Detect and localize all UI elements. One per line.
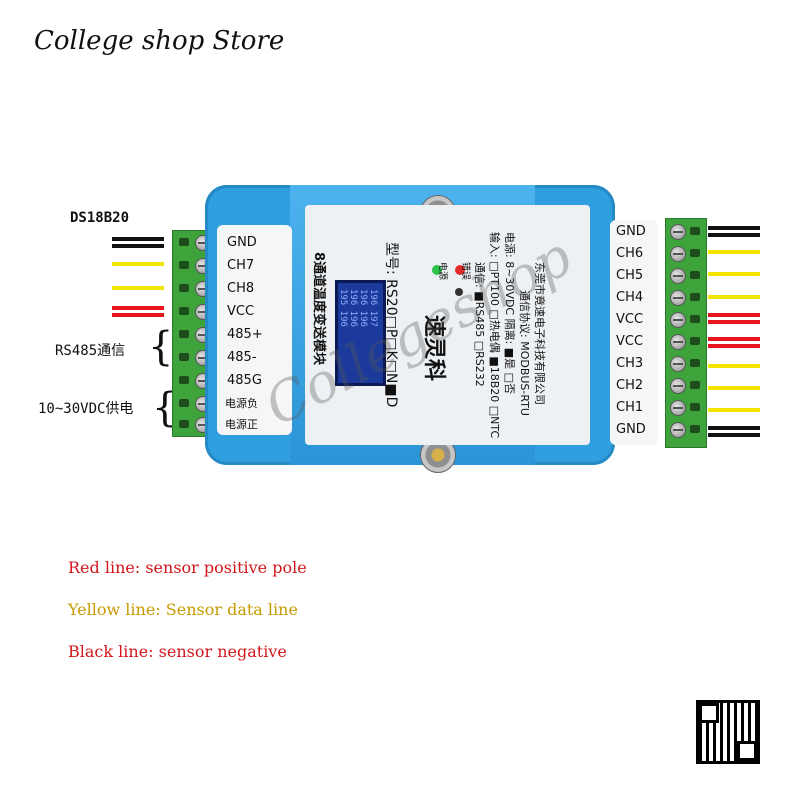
right-pin-label: VCC	[616, 312, 644, 327]
right-wire-ch3	[708, 364, 760, 371]
lcd-row: 196 196	[358, 289, 368, 327]
left-pin-label: GND	[227, 235, 257, 250]
lcd-row: 196 196	[348, 289, 358, 327]
legend-red: Red line: sensor positive pole	[68, 558, 307, 577]
right-pin-panel: GND CH6 CH5 CH4 VCC VCC CH3 CH2 CH1 GND	[610, 220, 658, 445]
left-pin-label: 电源负	[225, 397, 258, 410]
left-wire-ch7	[112, 262, 164, 269]
right-pin-label: VCC	[616, 334, 644, 349]
legend-yellow: Yellow line: Sensor data line	[68, 600, 298, 619]
lcd-display: 196 197 196 196 196 196 195 196	[335, 280, 386, 386]
right-pin-label: CH3	[616, 356, 644, 371]
sensor-label: DS18B20	[70, 210, 130, 226]
right-pin-label: CH4	[616, 290, 644, 305]
status-dot	[455, 288, 463, 296]
left-pin-label: VCC	[227, 304, 255, 319]
left-pin-label: 485G	[227, 373, 262, 388]
power-led-label: 电源	[437, 262, 447, 281]
right-wire-gnd	[708, 226, 760, 240]
legend-black: Black line: sensor negative	[68, 642, 287, 661]
right-wire-vcc1	[708, 313, 760, 327]
right-wire-ch5	[708, 272, 760, 279]
right-pin-label: CH5	[616, 268, 644, 283]
power-label: 10~30VDC供电	[38, 401, 134, 417]
right-wire-gnd2	[708, 426, 760, 440]
comm-label: RS485通信	[55, 343, 126, 359]
store-name: College shop Store	[34, 26, 285, 56]
right-wire-ch6	[708, 250, 760, 257]
left-pin-panel: GND CH7 CH8 VCC 485+ 485- 485G 电源负 电源正	[217, 225, 292, 435]
comm-brace: {	[148, 324, 174, 370]
lcd-row: 195 196	[338, 289, 348, 327]
left-pin-label: 电源正	[225, 418, 258, 431]
left-pin-label: CH8	[227, 281, 255, 296]
qr-code-icon	[696, 700, 760, 764]
left-wire-vcc	[112, 306, 164, 320]
left-wire-ch8	[112, 286, 164, 293]
left-pin-label: CH7	[227, 258, 255, 273]
right-wire-ch4	[708, 295, 760, 302]
right-terminal-block	[665, 218, 707, 448]
right-wire-ch2	[708, 386, 760, 393]
left-pin-label: 485+	[227, 327, 263, 342]
right-wire-vcc2	[708, 337, 760, 351]
left-wire-gnd	[112, 237, 164, 251]
right-pin-label: GND	[616, 224, 646, 239]
power-led	[432, 265, 442, 275]
right-pin-label: CH1	[616, 400, 644, 415]
right-pin-label: CH6	[616, 246, 644, 261]
error-led	[455, 265, 465, 275]
right-pin-label: CH2	[616, 378, 644, 393]
right-pin-label: GND	[616, 422, 646, 437]
right-wire-ch1	[708, 408, 760, 415]
left-pin-label: 485-	[227, 350, 257, 365]
